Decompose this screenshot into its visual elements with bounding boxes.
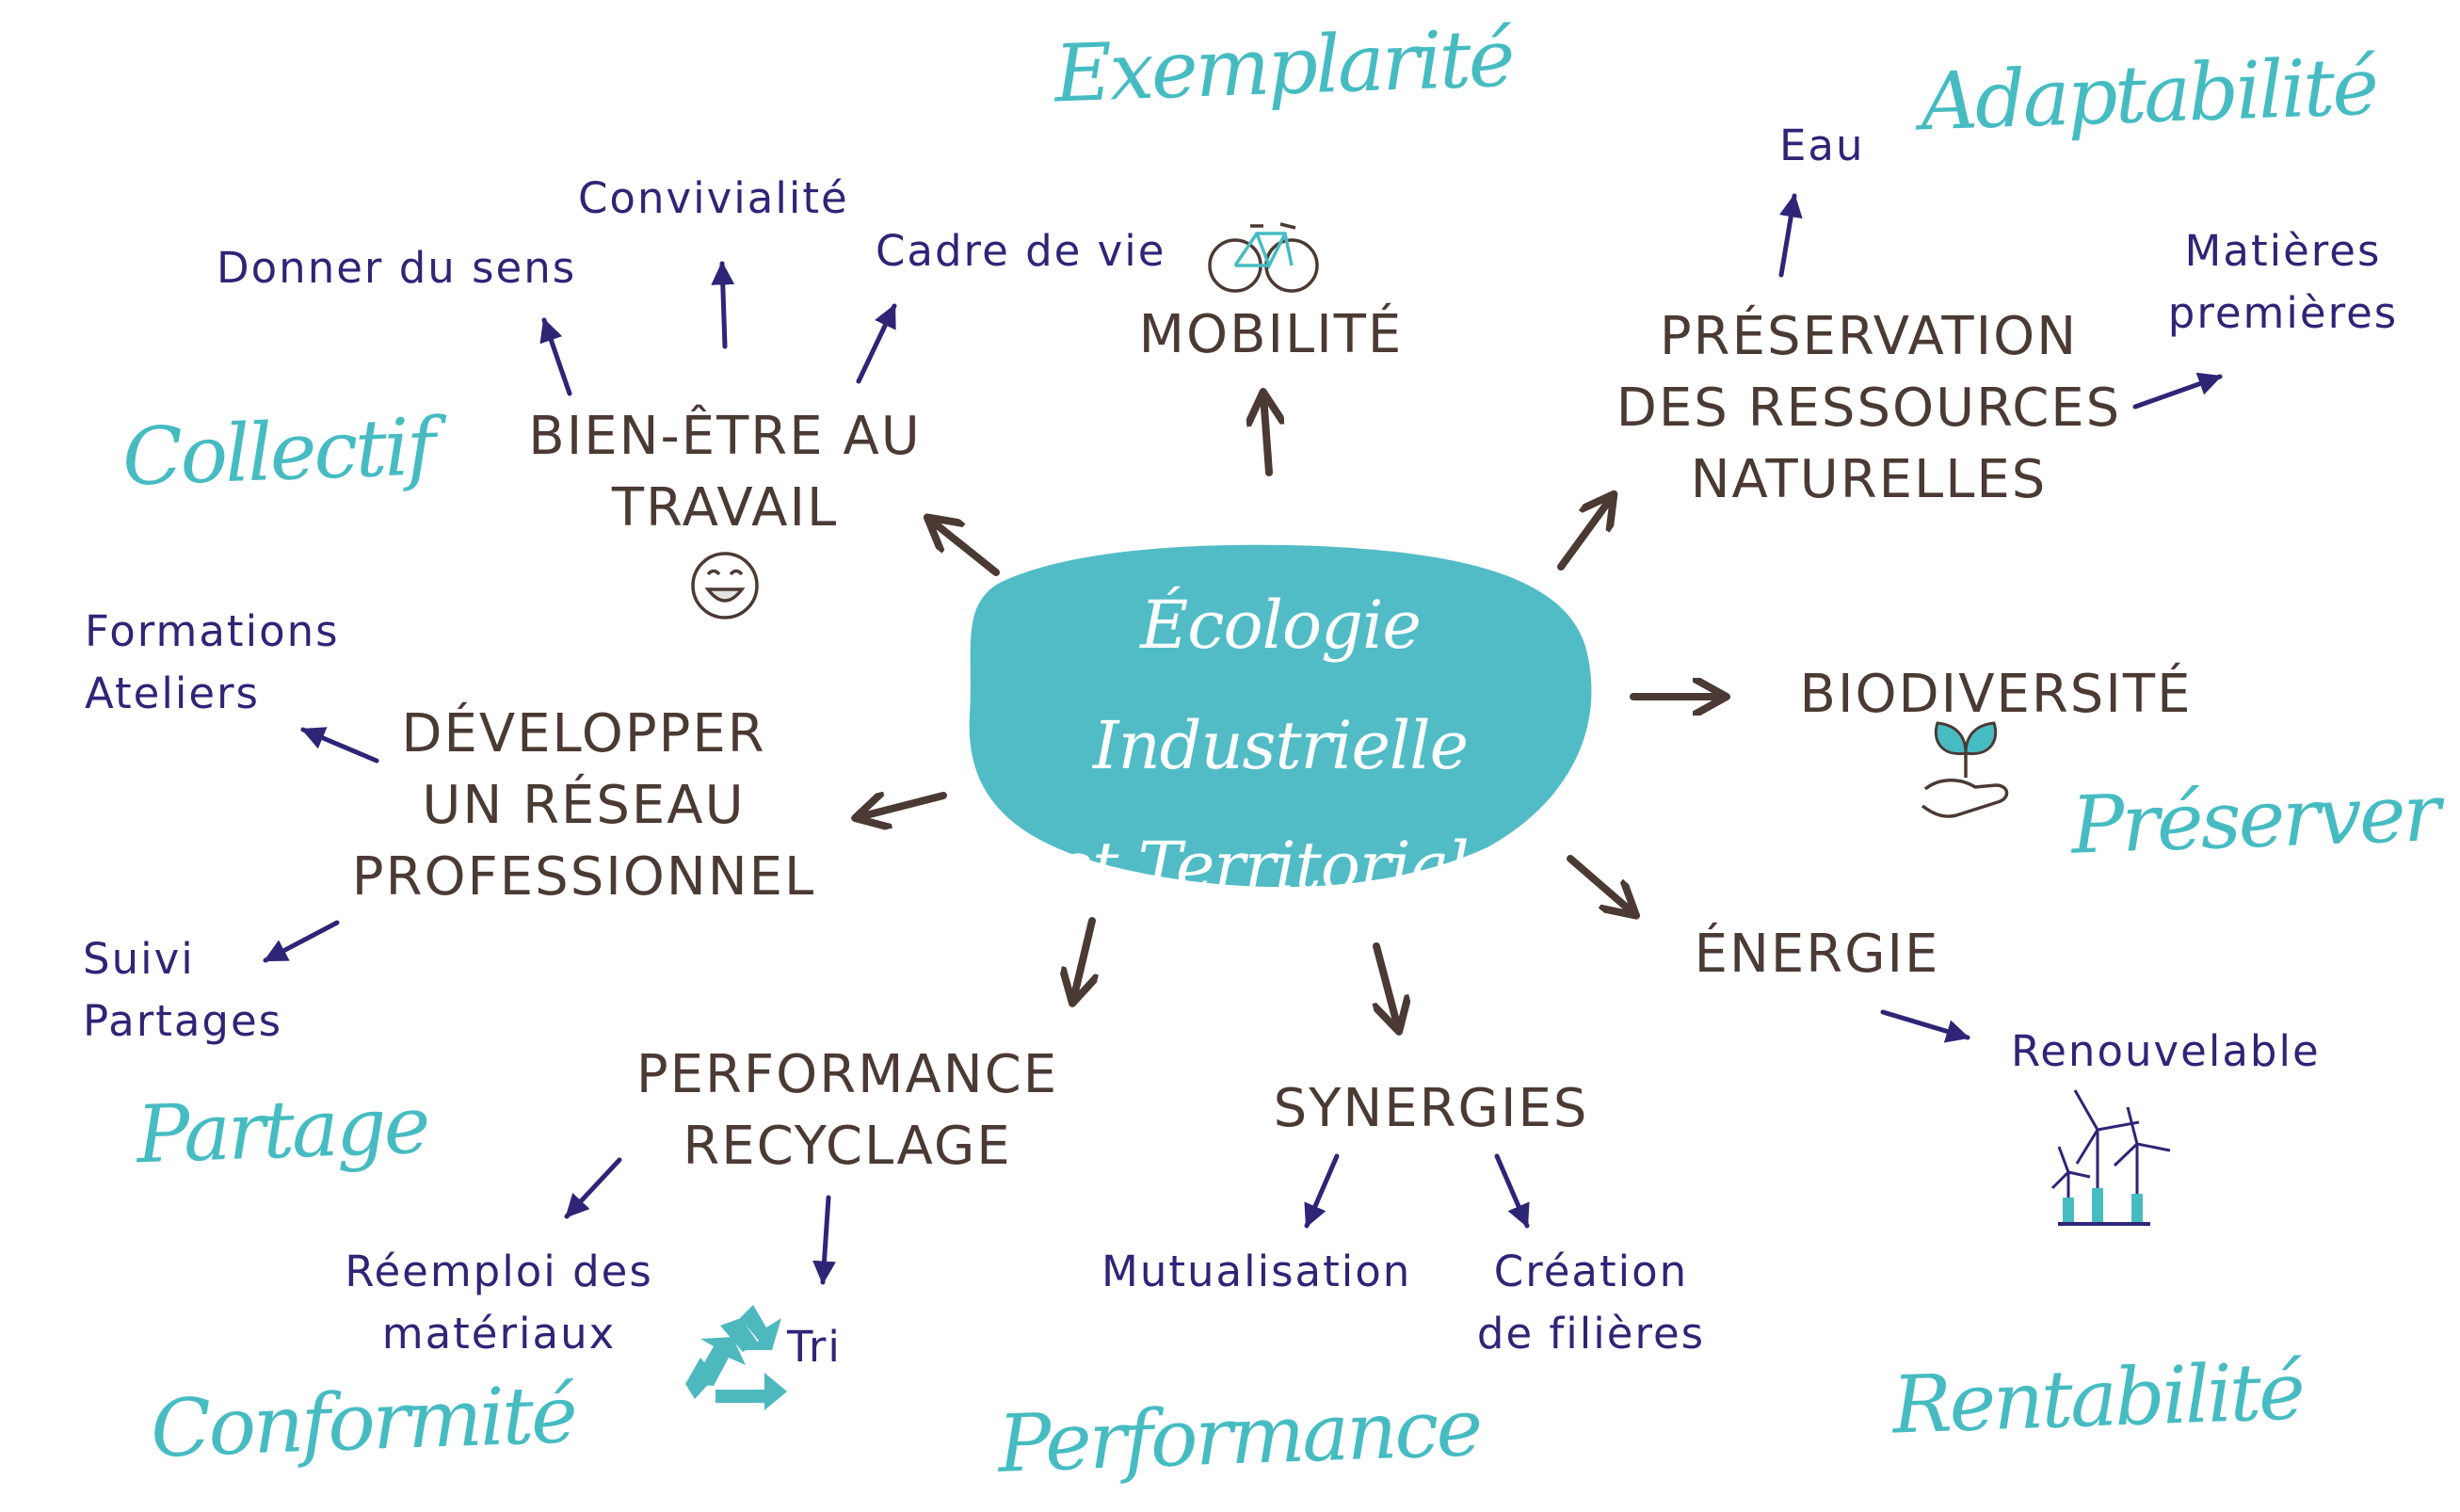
center-title-line-2: et Territoriale [1053, 828, 1507, 905]
sub-reemploi-materiaux: Réemploi des matériaux [339, 1241, 659, 1365]
arrow-to-eau [1778, 193, 1803, 278]
value-rentabilite: Rentabilité [1890, 1344, 2305, 1452]
arrow-to-sens [539, 317, 572, 396]
theme-biodiversite: BIODIVERSITÉ [1770, 659, 2222, 731]
sub-sens-label: Donner du sens [217, 243, 577, 293]
arrow-to-bienetre [930, 520, 1000, 576]
arrow-to-preservation [1557, 497, 1612, 571]
sub-eau-label: Eau [1779, 121, 1865, 170]
sub-tri: Tri [787, 1316, 842, 1378]
arrow-to-performance [1073, 917, 1092, 1000]
arrow-to-synergies [1376, 942, 1398, 1028]
wind-turbines-icon [2050, 1089, 2171, 1226]
theme-bienetre-line-1: BIEN-ÊTRE AU [528, 406, 922, 467]
sub-donner-du-sens: Donner du sens [217, 237, 576, 299]
arrow-to-matieres [2132, 372, 2223, 410]
sub-matieres-premieres: Matières premières [2146, 220, 2420, 345]
center-blob [969, 544, 1592, 888]
sub-reemploi-line-1: Réemploi des [345, 1247, 653, 1296]
sub-suivi-line-1: Suivi [83, 934, 195, 984]
theme-reseau-professionnel: DÉVELOPPER UN RÉSEAU PROFESSIONNEL [311, 699, 857, 913]
sub-matieres-line-2: premières [2167, 288, 2399, 338]
arrow-to-cadre [856, 303, 897, 384]
sub-convivialite-label: Convivialité [578, 173, 849, 223]
sub-tri-label: Tri [787, 1322, 842, 1372]
arrow-to-creation [1494, 1153, 1530, 1229]
sub-mutualisation-label: Mutualisation [1101, 1247, 1412, 1296]
theme-preservation: PRÉSERVATION DES RESSOURCES NATURELLES [1544, 301, 2194, 516]
arrow-to-renouvelable [1880, 1009, 1970, 1043]
sub-cadre-label: Cadre de vie [876, 226, 1166, 276]
theme-performance-recyclage: PERFORMANCE RECYCLAGE [593, 1039, 1101, 1182]
value-partage: Partage [135, 1078, 429, 1182]
theme-preservation-line-2: DES RESSOURCES [1616, 378, 2122, 439]
theme-energie-label: ÉNERGIE [1694, 924, 1940, 985]
sub-reemploi-line-2: matériaux [381, 1309, 617, 1359]
theme-synergies-label: SYNERGIES [1273, 1078, 1589, 1139]
sub-suivi-line-2: Partages [83, 996, 283, 1046]
arrow-to-reseau [859, 796, 947, 817]
center-title: Écologie Industrielle et Territoriale [970, 565, 1591, 905]
value-preserver: Préserver [2069, 766, 2440, 872]
sub-suivi-partages: Suivi Partages [83, 928, 282, 1053]
arrow-to-suivi [263, 920, 340, 963]
arrow-to-mobilite [1263, 395, 1269, 476]
arrow-to-tri [812, 1195, 836, 1285]
value-performance: Performance [996, 1381, 1482, 1490]
arrow-to-reemploi [564, 1157, 622, 1219]
theme-bienetre-line-2: TRAVAIL [611, 477, 839, 539]
sub-renouvelable-label: Renouvelable [2011, 1026, 2321, 1076]
theme-energie: ÉNERGIE [1676, 919, 1958, 990]
sprout-in-hand-icon [1921, 721, 2009, 818]
arrow-to-energie [1567, 855, 1633, 913]
smiley-icon [691, 552, 759, 619]
recycle-icon [685, 1305, 787, 1410]
sub-mutualisation: Mutualisation [1101, 1241, 1411, 1303]
sub-creation-filieres: Création de filières [1469, 1241, 1713, 1365]
sub-eau: Eau [1779, 115, 1865, 177]
arrow-to-formations [300, 727, 379, 764]
value-exemplarite: Exemplarité [1053, 11, 1514, 121]
theme-biodiversite-label: BIODIVERSITÉ [1799, 664, 2193, 725]
sub-creation-line-1: Création [1493, 1247, 1689, 1296]
theme-performance-line-1: PERFORMANCE [635, 1044, 1059, 1105]
value-conformite: Conformité [149, 1368, 577, 1475]
sub-creation-line-2: de filières [1476, 1309, 1706, 1359]
bicycle-icon [1208, 222, 1319, 293]
arrow-to-convivialite [711, 261, 735, 349]
theme-mobilite: MOBILITÉ [1101, 299, 1440, 371]
sub-arrows [263, 193, 2223, 1285]
sub-formations-line-1: Formations [85, 606, 340, 656]
center-title-line-1: Écologie Industrielle [1092, 587, 1469, 784]
theme-reseau-line-2: UN RÉSEAU [422, 775, 746, 836]
arrow-to-mutualisation [1304, 1153, 1340, 1229]
theme-reseau-line-3: PROFESSIONNEL [351, 846, 816, 908]
sub-formations-line-2: Ateliers [85, 668, 260, 718]
theme-preservation-line-1: PRÉSERVATION [1659, 306, 2079, 367]
sub-cadre-de-vie: Cadre de vie [876, 220, 1166, 282]
theme-bien-etre: BIEN-ÊTRE AU TRAVAIL [499, 401, 951, 544]
theme-synergies: SYNERGIES [1252, 1073, 1610, 1145]
sub-convivialite: Convivialité [578, 168, 849, 230]
theme-reseau-line-1: DÉVELOPPER [401, 703, 766, 764]
theme-performance-line-2: RECYCLAGE [683, 1116, 1012, 1177]
value-adaptabilite: Adaptabilité [1919, 40, 2378, 149]
sub-renouvelable: Renouvelable [2011, 1021, 2321, 1083]
theme-mobilite-label: MOBILITÉ [1138, 304, 1404, 365]
value-collectif: Collectif [121, 400, 435, 504]
sub-formations-ateliers: Formations Ateliers [85, 601, 340, 725]
sub-matieres-line-1: Matières [2184, 226, 2382, 276]
theme-preservation-line-3: NATURELLES [1690, 449, 2048, 510]
theme-arrows [859, 395, 1723, 1028]
